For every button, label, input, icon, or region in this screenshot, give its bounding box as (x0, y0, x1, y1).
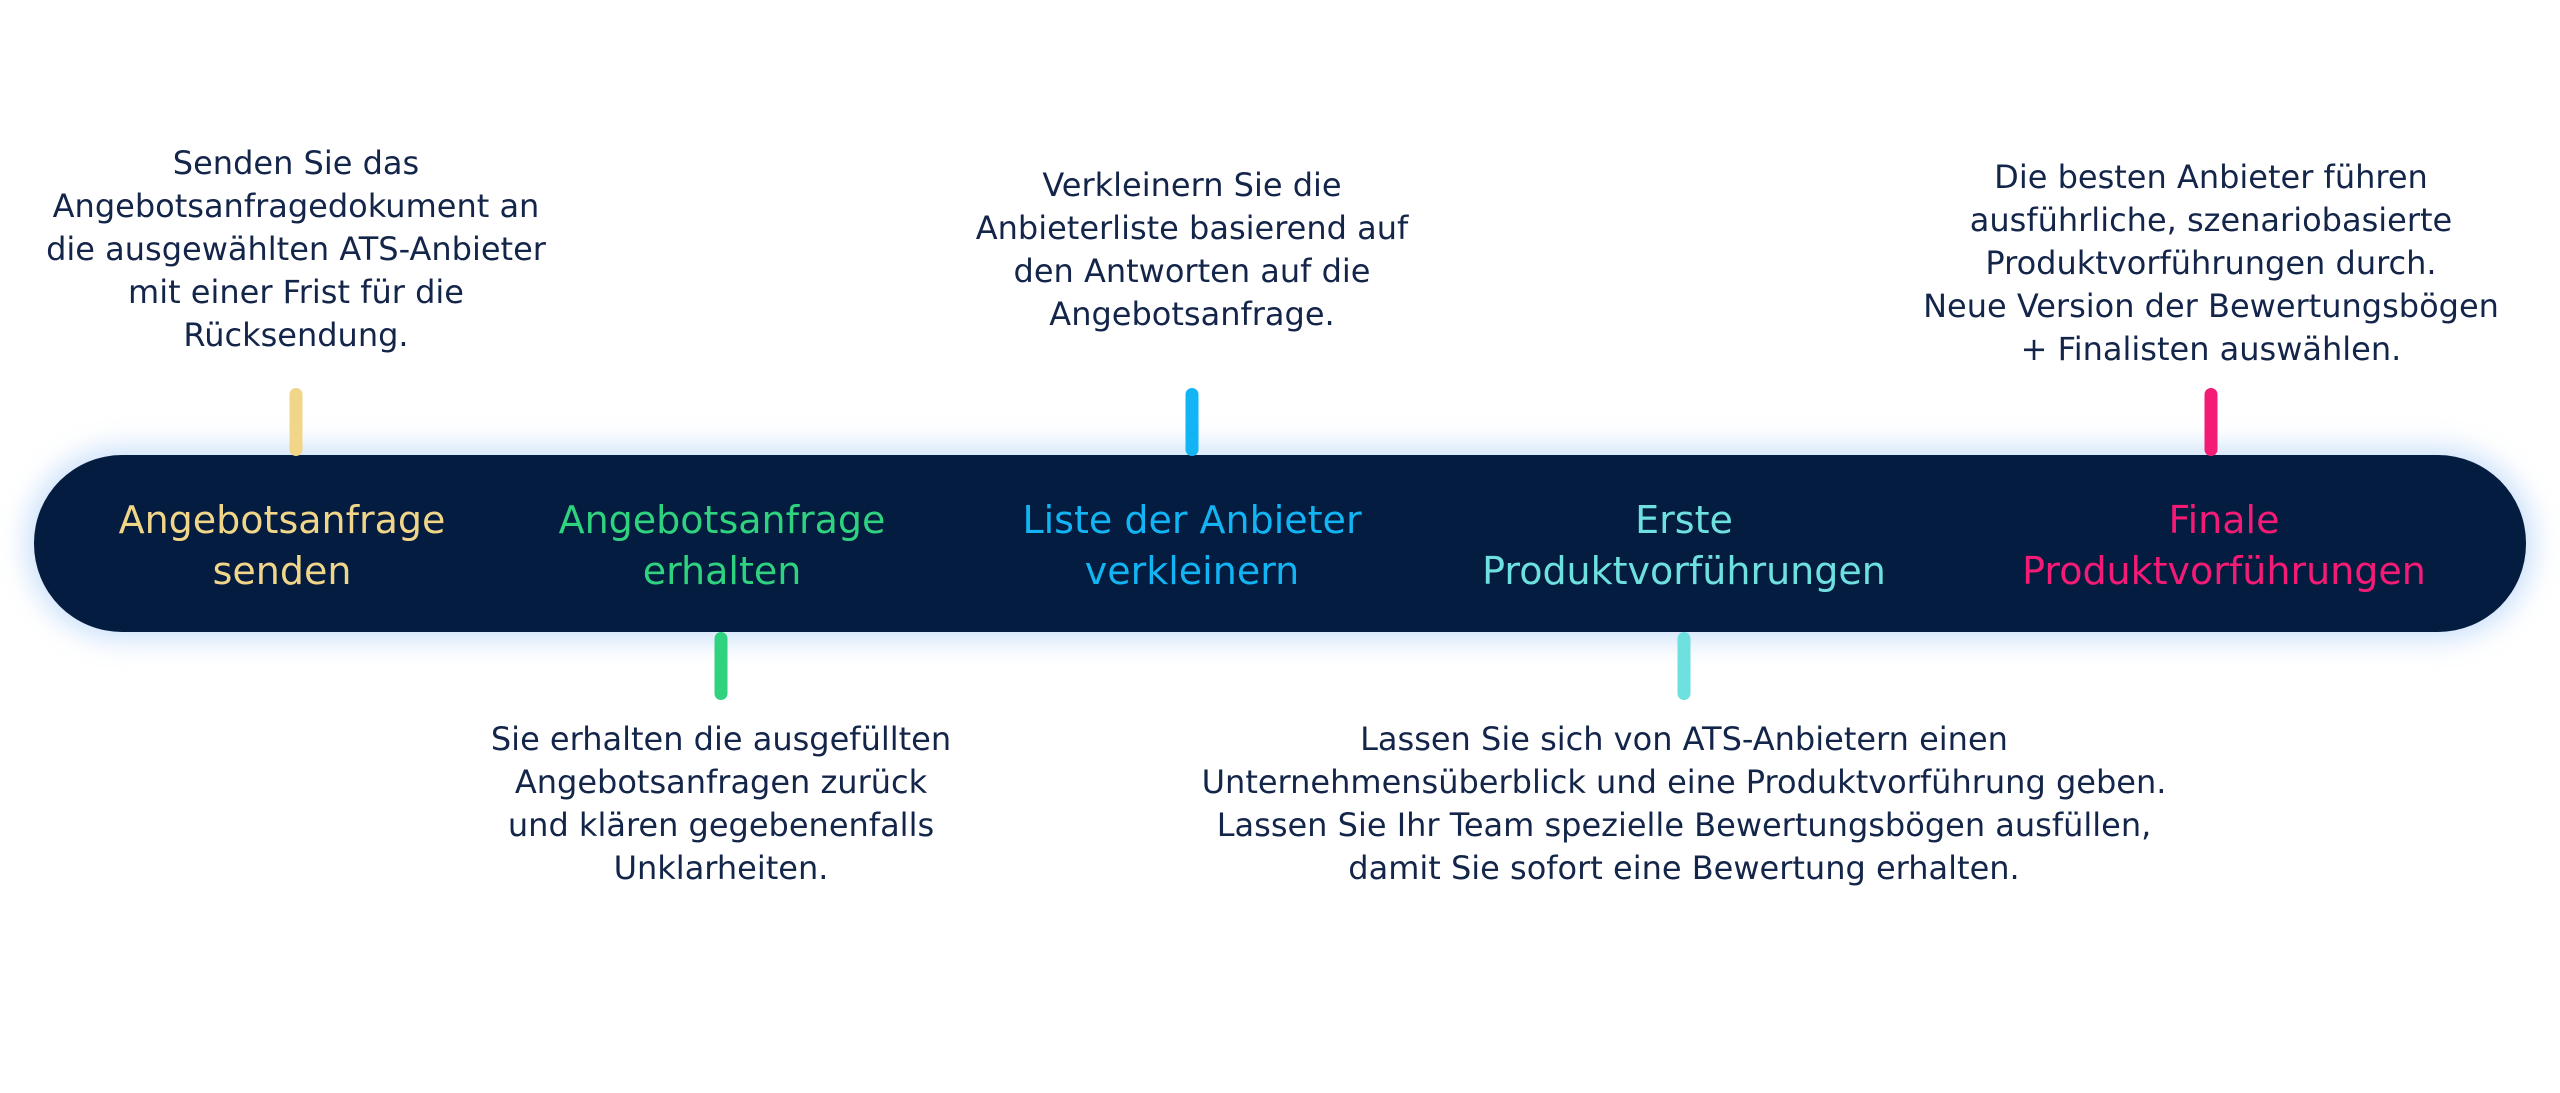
description-line: ausführliche, szenariobasierte (1969, 201, 2453, 239)
description-line: Senden Sie das (172, 144, 420, 182)
description-line: Sie erhalten die ausgefüllten (490, 720, 952, 758)
step-label-line: Produktvorführungen (1482, 549, 1886, 593)
description-line: Rücksendung. (183, 316, 409, 354)
step-description-4: Lassen Sie sich von ATS-Anbietern einen … (1202, 718, 2167, 890)
description-line: Lassen Sie Ihr Team spezielle Bewertungs… (1216, 806, 2152, 844)
step-label-finale-produktvorfuehrungen: Finale Produktvorführungen (2022, 495, 2426, 597)
step-label-line: Angebotsanfrage (118, 498, 446, 542)
description-line: und klären gegebenenfalls (507, 806, 935, 844)
step-label-line: Angebotsanfrage (558, 498, 886, 542)
timeline-bar: Angebotsanfrage senden Angebotsanfrage e… (34, 455, 2526, 632)
step-description-3: Verkleinern Sie die Anbieterliste basier… (976, 164, 1409, 336)
description-line: Die besten Anbieter führen (1994, 158, 2428, 196)
step-label-erste-produktvorfuehrungen: Erste Produktvorführungen (1482, 495, 1886, 597)
description-line: Angebotsanfragen zurück (514, 763, 928, 801)
step-label-line: Liste der Anbieter (1022, 498, 1362, 542)
description-line: Unklarheiten. (613, 849, 829, 887)
step-label-line: Produktvorführungen (2022, 549, 2426, 593)
description-line: Produktvorführungen durch. (1985, 244, 2437, 282)
step-description-5: Die besten Anbieter führen ausführliche,… (1923, 156, 2499, 371)
step-description-1: Senden Sie das Angebotsanfragedokument a… (46, 142, 546, 357)
step-description-2: Sie erhalten die ausgefüllten Angebotsan… (491, 718, 951, 890)
step-label-angebotsanfrage-senden: Angebotsanfrage senden (119, 495, 446, 597)
step-label-line: verkleinern (1084, 549, 1300, 593)
description-line: mit einer Frist für die (128, 273, 464, 311)
step-label-line: senden (212, 549, 352, 593)
description-line: Anbieterliste basierend auf (975, 209, 1409, 247)
connector-tick-step-5 (2204, 388, 2218, 456)
step-label-angebotsanfrage-erhalten: Angebotsanfrage erhalten (559, 495, 886, 597)
step-label-liste-verkleinern: Liste der Anbieter verkleinern (1022, 495, 1361, 597)
description-line: + Finalisten auswählen. (2020, 330, 2402, 368)
description-line: den Antworten auf die (1013, 252, 1371, 290)
connector-tick-step-3 (1185, 388, 1199, 456)
step-label-line: erhalten (642, 549, 802, 593)
connector-tick-step-4 (1677, 632, 1691, 700)
description-line: Lassen Sie sich von ATS-Anbietern einen (1360, 720, 2008, 758)
step-label-line: Finale (2168, 498, 2280, 542)
description-line: Neue Version der Bewertungsbögen (1923, 287, 2499, 325)
description-line: Unternehmensüberblick und eine Produktvo… (1201, 763, 2167, 801)
step-label-line: Erste (1635, 498, 1733, 542)
description-line: Angebotsanfrage. (1049, 295, 1335, 333)
connector-tick-step-2 (714, 632, 728, 700)
description-line: damit Sie sofort eine Bewertung erhalten… (1348, 849, 2020, 887)
description-line: Angebotsanfragedokument an (52, 187, 540, 225)
connector-tick-step-1 (289, 388, 303, 456)
description-line: Verkleinern Sie die (1042, 166, 1342, 204)
description-line: die ausgewählten ATS-Anbieter (46, 230, 546, 268)
